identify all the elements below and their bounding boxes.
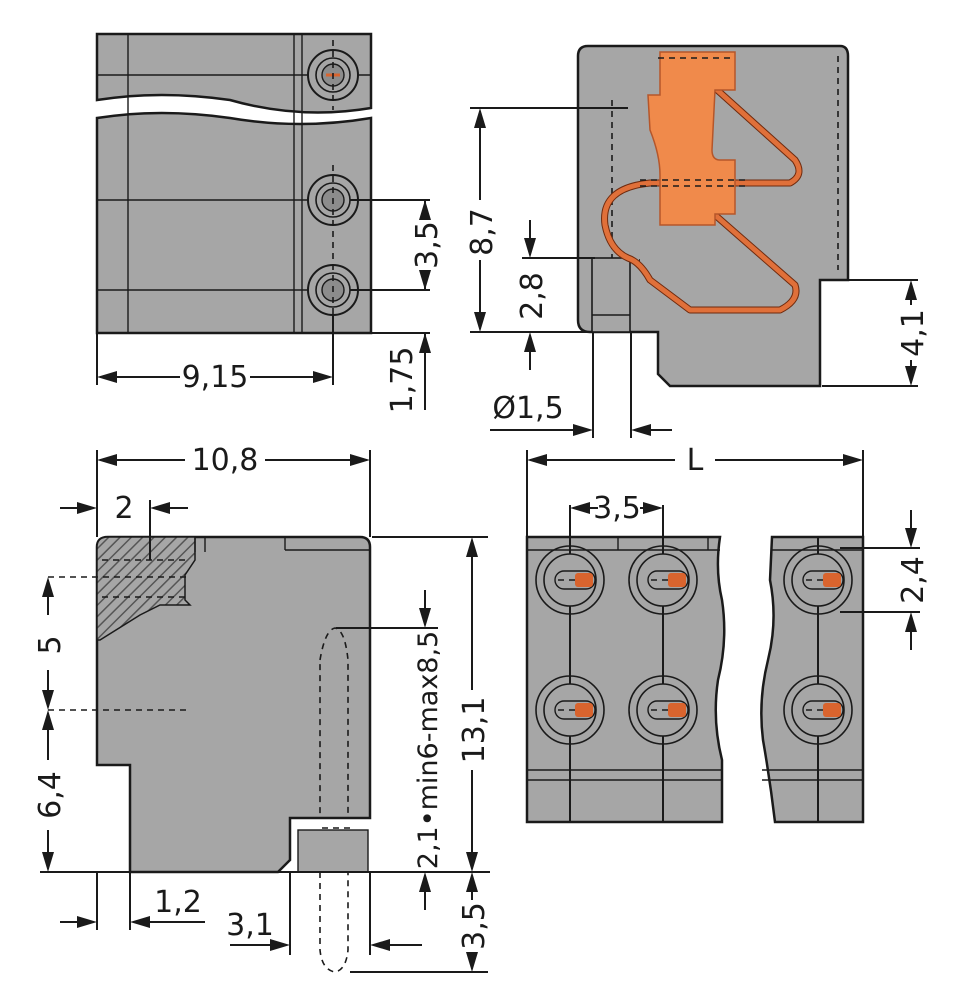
dim-top-offset: 1,75 xyxy=(385,347,420,414)
dim-front-pitch: 3,5 xyxy=(593,491,641,526)
spring xyxy=(601,84,803,314)
dim-top-width: 9,15 xyxy=(182,360,249,395)
hatched-section xyxy=(96,536,196,641)
clamp xyxy=(647,51,736,226)
dim-bl-hole-height: 5 xyxy=(33,635,68,654)
dim-front-row-offset: 2,4 xyxy=(896,556,931,604)
dim-side-step: 4,1 xyxy=(896,309,931,357)
dim-bl-pin-depth: 3,5 xyxy=(457,902,492,950)
dim-side-pin-diameter: Ø1,5 xyxy=(492,391,563,426)
dim-bl-left-step: 1,2 xyxy=(154,885,202,920)
dim-top-pitch: 3,5 xyxy=(410,221,445,269)
front-holes xyxy=(535,545,853,745)
dim-bl-width: 10,8 xyxy=(192,443,259,478)
top-view: 9,15 3,5 1,75 xyxy=(95,32,445,414)
dim-side-height: 8,7 xyxy=(465,208,500,256)
dim-bl-pin-offset: 3,1 xyxy=(226,908,274,943)
side-view: 8,7 2,8 Ø1,5 4,1 xyxy=(465,44,931,438)
dim-bl-hole-offset: 2 xyxy=(114,491,133,526)
dim-side-pin-offset: 2,8 xyxy=(515,272,550,320)
section-view: 10,8 2 5 6,4 13,1 2,1•min6-max xyxy=(33,443,492,973)
dim-front-length: L xyxy=(687,443,704,478)
dim-bl-total-height: 13,1 xyxy=(457,697,492,764)
dim-bl-pin-length: 2,1•min6-max8,5 xyxy=(413,631,444,869)
top-view-holes xyxy=(307,40,359,325)
front-view: L 3,5 2,4 xyxy=(525,443,931,824)
dim-bl-lower-height: 6,4 xyxy=(33,771,68,819)
